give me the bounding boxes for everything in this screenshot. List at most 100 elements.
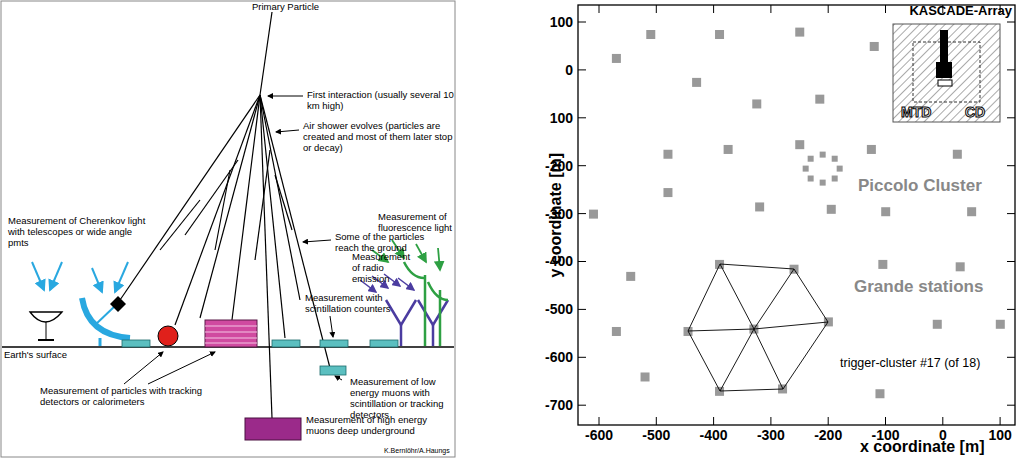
label-text: 100 [550, 110, 573, 126]
grande-station [626, 272, 635, 281]
grande-station [724, 145, 733, 154]
grande-station [996, 320, 1005, 329]
tick-mark [770, 5, 771, 13]
tick-mark [942, 417, 943, 425]
label-text: CD [964, 104, 986, 120]
grande-station [715, 30, 724, 39]
tick-mark [1007, 69, 1015, 70]
grande-station [967, 207, 976, 216]
label-text: MTD [900, 104, 932, 120]
label-text: -500 [642, 427, 670, 443]
grande-station [663, 150, 672, 159]
tick-mark [1007, 22, 1015, 23]
label-text: -600 [585, 427, 613, 443]
piccolo-station [803, 166, 809, 172]
grande-station [933, 320, 942, 329]
label-text: KASCADE-Array [909, 4, 1012, 19]
tick-mark [599, 5, 600, 13]
array-hatch [880, 4, 1014, 126]
grande-station [612, 327, 621, 336]
kascade-array: KASCADE-ArrayMTD CD [880, 4, 1014, 126]
tick-mark [885, 5, 886, 13]
grande-station [589, 210, 598, 219]
tick-mark [1007, 165, 1015, 166]
grande-station [646, 30, 655, 39]
label-text: 0 [565, 62, 573, 78]
piccolo-station [808, 176, 814, 182]
label-text: K.Bernlöhr/A.Haungs [384, 447, 450, 455]
tick-mark [828, 5, 829, 13]
label-text: First interaction (usually several 10 km… [307, 90, 457, 112]
label-text: Measurement of Cherenkov light with tele… [8, 216, 148, 249]
label-text: -300 [545, 206, 573, 222]
piccolo-station [808, 156, 814, 162]
label-text: trigger-cluster #17 (of 18) [840, 356, 980, 370]
grande-station [663, 188, 672, 197]
piccolo-station [820, 152, 826, 158]
label-text: Measurement of fluorescence light [378, 212, 454, 234]
grande-station [815, 95, 824, 104]
tick-mark [656, 5, 657, 13]
label-text: Earth's surface [4, 350, 94, 361]
tick-mark [1007, 213, 1015, 214]
label-text: Measurement of particles with tracking d… [40, 386, 215, 408]
tick-mark [578, 357, 586, 358]
piccolo-station [837, 166, 843, 172]
tick-mark [578, 309, 586, 310]
grande-station [875, 389, 884, 398]
grande-station [755, 202, 764, 211]
label-text: -200 [545, 158, 573, 174]
piccolo-station [832, 156, 838, 162]
tick-mark [656, 417, 657, 425]
label-text: -200 [814, 427, 842, 443]
label-text: Piccolo Cluster [858, 176, 982, 196]
grande-station [795, 140, 804, 149]
label-text: -400 [545, 253, 573, 269]
label-text: -100 [871, 427, 899, 443]
label-text: Some of the particles reach the ground [335, 232, 435, 254]
tick-mark [578, 69, 586, 70]
tick-mark [885, 417, 886, 425]
label-text: 100 [550, 14, 573, 30]
grande-station [956, 262, 965, 271]
tick-mark [713, 5, 714, 13]
label-text: 0 [939, 427, 947, 443]
label-text: Primary Particle [252, 2, 319, 13]
grande-station [881, 207, 890, 216]
tick-mark [770, 417, 771, 425]
tick-mark [1000, 417, 1001, 425]
label-text: -600 [545, 349, 573, 365]
label-text: -700 [545, 397, 573, 413]
tick-mark [1007, 261, 1015, 262]
tick-mark [828, 417, 829, 425]
grande-station [692, 78, 701, 87]
tick-mark [1007, 117, 1015, 118]
grande-station [870, 42, 879, 51]
grande-station [795, 28, 804, 37]
tick-mark [1007, 357, 1015, 358]
piccolo-station [832, 176, 838, 182]
tick-mark [578, 405, 586, 406]
label-text: -300 [757, 427, 785, 443]
label-text: -400 [700, 427, 728, 443]
grande-station [752, 99, 761, 108]
tick-mark [578, 213, 586, 214]
tick-mark [1007, 405, 1015, 406]
grande-station [641, 372, 650, 381]
grande-station [867, 145, 876, 154]
label-text: Measurement of high energy muons deep un… [306, 415, 451, 437]
tick-mark [578, 22, 586, 23]
tick-mark [578, 261, 586, 262]
tick-mark [599, 417, 600, 425]
label-text: Measurement of radio emission [352, 252, 420, 285]
piccolo-station [820, 180, 826, 186]
grande-station [827, 205, 836, 214]
grande-station [953, 150, 962, 159]
tick-mark [578, 165, 586, 166]
label-text: -500 [545, 301, 573, 317]
tick-mark [578, 117, 586, 118]
grande-station [612, 54, 621, 63]
label-text: 100 [988, 427, 1011, 443]
grande-station [878, 260, 887, 269]
label-text: Measurement with scintillation counters [305, 293, 413, 315]
